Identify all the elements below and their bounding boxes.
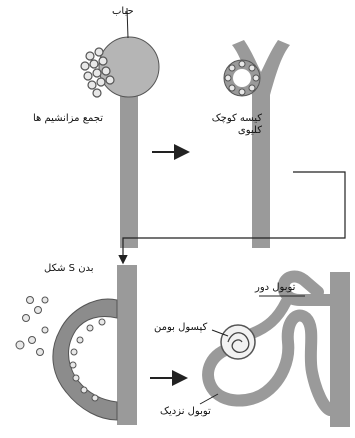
label-renal-vesicle: کیسه کوچک کلیوی <box>202 113 262 136</box>
s-body-tubule <box>53 299 117 420</box>
loop-segment <box>248 302 286 335</box>
label-distal-tubule: توبول دور <box>255 282 295 294</box>
label-blister: حباب <box>112 6 134 18</box>
collecting-duct-stalk-2 <box>252 78 270 248</box>
stage-3-mesenchyme <box>16 297 48 356</box>
label-mesenchyme-aggregate: تجمع مزانشیم ها <box>33 113 103 125</box>
stage-1-ureteric-bud <box>81 8 159 248</box>
bowman-capsule-shape <box>221 325 255 359</box>
stage-3-s-shaped-body <box>16 265 137 425</box>
collecting-duct-stalk-1 <box>120 78 138 248</box>
label-proximal-tubule: توبول نزدیک <box>160 406 211 418</box>
stage-2-renal-vesicle <box>224 40 290 248</box>
stage-4-mature-nephron <box>200 272 350 427</box>
label-bowman-capsule: کپسول بومن <box>154 322 207 334</box>
vesicle-lumen <box>233 69 251 87</box>
collecting-duct-stalk-3 <box>117 265 137 425</box>
label-s-shaped-body: بدن S شکل <box>44 263 94 275</box>
connector-arrow-to-stage-3 <box>123 172 345 262</box>
